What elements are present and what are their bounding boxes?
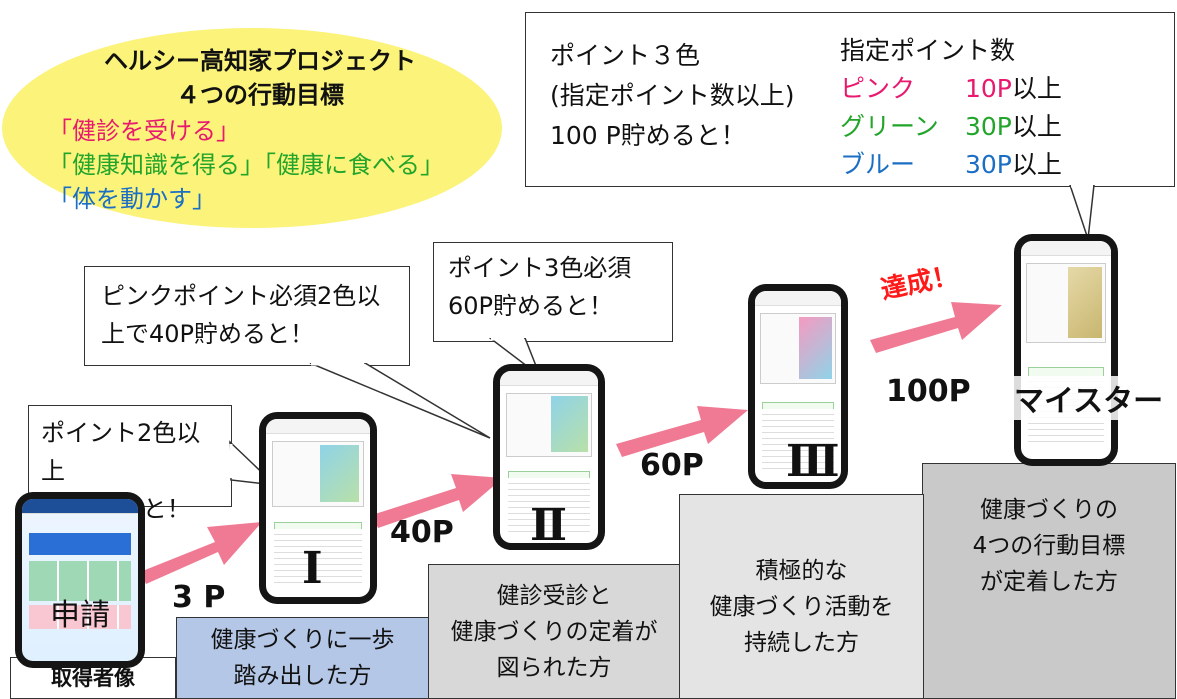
points-40: 40P: [390, 515, 454, 550]
phone-apply: [15, 492, 145, 668]
step-box-1: 健康づくりに一歩 踏み出した方: [176, 617, 429, 699]
meister-line3: 100 P貯めると！: [550, 121, 746, 150]
level2-callout-pointer: [309, 363, 491, 439]
points-3: 3 P: [172, 580, 226, 615]
step2-line2: 健康づくりの定着が: [450, 618, 658, 645]
level2-line2: 上で40P貯めると！: [101, 320, 315, 348]
goals-bubble: [2, 28, 502, 228]
level3-line2: 60P貯めると！: [448, 292, 614, 320]
points-60: 60P: [640, 448, 704, 483]
designated-points-heading: 指定ポイント数: [840, 36, 1016, 65]
points-100: 100P: [886, 374, 971, 409]
bubble-goals: 「健診を受ける」 「健康知識を得る」「健康に食べる」 「体を動かす」: [48, 114, 444, 216]
row-blue: ブルー 30P以上: [840, 146, 1062, 184]
level3-line1: ポイント3色必須: [448, 254, 632, 282]
blue-value: 30P: [965, 150, 1012, 179]
step4-line1: 健康づくりの: [979, 497, 1118, 523]
apply-label: 申請: [50, 598, 110, 633]
level2-line1: ピンクポイント必須2色以: [101, 282, 381, 310]
rank-numeral-1: Ⅰ: [302, 543, 323, 594]
arrow-4: [870, 302, 1002, 353]
step3-line1: 積極的な: [755, 557, 848, 584]
step2-line3: 図られた方: [496, 654, 612, 681]
phone-apply-bar: [22, 499, 138, 514]
row-pink: ピンク 10P以上: [840, 70, 1062, 108]
step-box-3: 積極的な 健康づくり活動を 持続した方: [679, 494, 924, 699]
bubble-title-line1: ヘルシー高知家プロジェクト: [104, 47, 416, 75]
row-green: グリーン 30P以上: [840, 108, 1062, 146]
meister-callout-left: ポイント３色 (指定ポイント数以上) 100 P貯めると！: [550, 36, 795, 156]
bubble-title: ヘルシー高知家プロジェクト ４つの行動目標: [40, 44, 480, 112]
step4-line3: が定着した方: [979, 569, 1118, 595]
pink-label: ピンク: [840, 74, 916, 103]
goal-green: 「健康知識を得る」「健康に食べる」: [48, 151, 444, 179]
step4-line2: 4つの行動目標: [972, 533, 1126, 559]
step3-line3: 持続した方: [744, 629, 859, 656]
phone-level1: [259, 412, 377, 604]
green-suffix: 以上: [1011, 112, 1062, 141]
goal-red: 「健診を受ける」: [48, 117, 240, 145]
step3-line2: 健康づくり活動を: [709, 593, 894, 620]
acquirer-header-label: 取得者像: [51, 666, 135, 690]
arrow-1: [140, 522, 262, 584]
goal-blue: 「体を動かす」: [48, 185, 216, 213]
meister-callout-pointer: [1069, 185, 1095, 240]
green-value: 30P: [965, 112, 1012, 141]
green-label: グリーン: [840, 112, 939, 141]
rank-numeral-2: Ⅱ: [530, 500, 568, 551]
blue-label: ブルー: [840, 150, 916, 179]
step1-line2: 踏み出した方: [233, 663, 372, 689]
arrow-3: [616, 406, 748, 457]
rank-numeral-3: Ⅲ: [786, 436, 840, 487]
step-box-4: 健康づくりの 4つの行動目標 が定着した方: [922, 463, 1176, 699]
meister-label: マイスター: [1012, 376, 1166, 420]
meister-line1: ポイント３色: [550, 41, 701, 70]
step2-line1: 健診受診と: [496, 582, 612, 609]
level1-line1: ポイント2色以上: [41, 419, 201, 485]
pink-suffix: 以上: [1011, 74, 1062, 103]
meister-line2: (指定ポイント数以上): [550, 81, 795, 110]
pink-value: 10P: [965, 74, 1012, 103]
level3-callout: ポイント3色必須 60P貯めると！: [433, 242, 673, 342]
bubble-title-line2: ４つの行動目標: [176, 81, 344, 109]
meister-callout: [525, 12, 1175, 187]
phone-level3: [748, 284, 848, 489]
blue-suffix: 以上: [1011, 150, 1062, 179]
step1-line1: 健康づくりに一歩: [210, 627, 395, 653]
phone-meister: [1014, 234, 1118, 466]
arrow-2: [372, 474, 503, 528]
phone-level2: [493, 364, 605, 550]
level2-callout: ピンクポイント必須2色以 上で40P貯めると！: [84, 266, 410, 366]
